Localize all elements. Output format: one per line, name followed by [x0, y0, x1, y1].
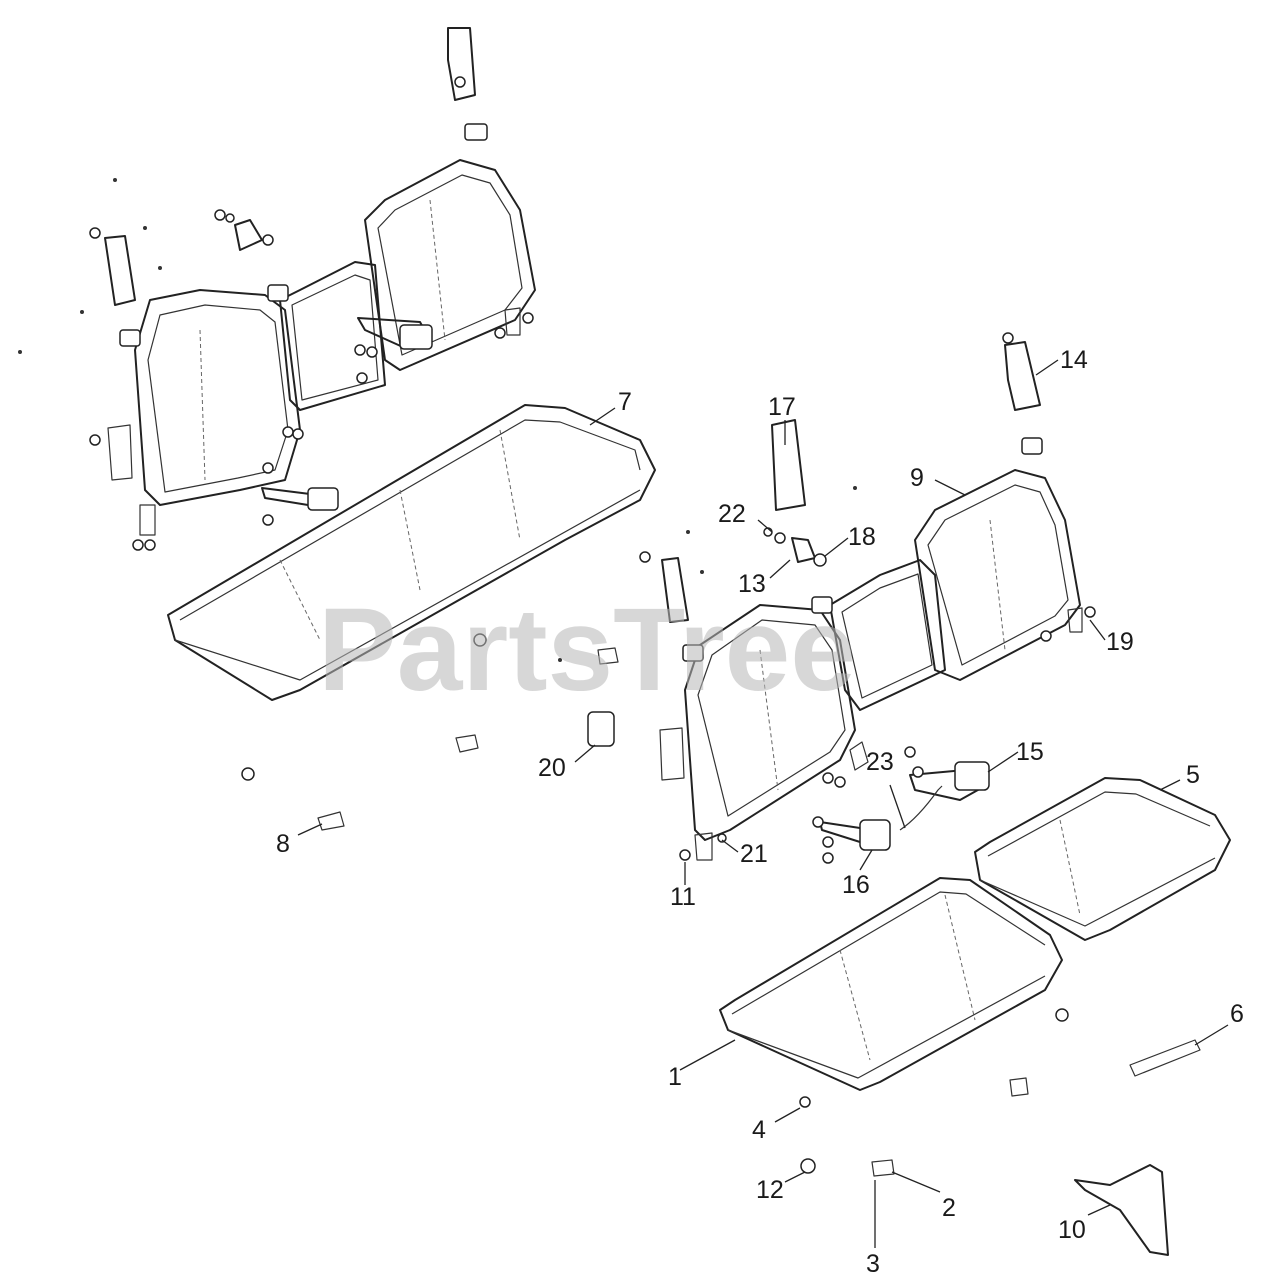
front-right-cushion [974, 777, 1231, 941]
callout-22[interactable]: 22 [718, 500, 746, 528]
rear-seat-hardware [18, 27, 534, 551]
callout-labels: 1 2 3 4 5 6 7 8 9 10 11 12 13 14 15 16 1… [276, 346, 1244, 1278]
callout-12[interactable]: 12 [756, 1176, 784, 1204]
callout-10[interactable]: 10 [1058, 1216, 1086, 1244]
callout-5[interactable]: 5 [1186, 761, 1200, 789]
leader-lines [297, 359, 1229, 1248]
callout-16[interactable]: 16 [842, 871, 870, 899]
callout-11[interactable]: 11 [670, 883, 696, 911]
callout-20[interactable]: 20 [538, 754, 566, 782]
callout-3[interactable]: 3 [866, 1250, 880, 1278]
callout-17[interactable]: 17 [768, 393, 796, 421]
callout-1[interactable]: 1 [668, 1063, 682, 1091]
front-seat-bottom [719, 877, 1201, 1177]
front-seat-back [659, 469, 1081, 861]
callout-14[interactable]: 14 [1060, 346, 1088, 374]
callout-23[interactable]: 23 [866, 748, 894, 776]
rear-seat-bottom [167, 404, 656, 831]
callout-13[interactable]: 13 [738, 570, 766, 598]
rear-seat-back [107, 159, 536, 536]
callout-9[interactable]: 9 [910, 464, 924, 492]
watermark: PartsTree [318, 584, 856, 716]
callout-4[interactable]: 4 [752, 1116, 766, 1144]
callout-8[interactable]: 8 [276, 830, 290, 858]
front-seat-hardware [558, 332, 1096, 864]
side-panel [1074, 1164, 1169, 1256]
callout-18[interactable]: 18 [848, 523, 876, 551]
callout-7[interactable]: 7 [618, 388, 632, 416]
callout-19[interactable]: 19 [1106, 628, 1134, 656]
callout-21[interactable]: 21 [740, 840, 768, 868]
callout-2[interactable]: 2 [942, 1194, 956, 1222]
callout-15[interactable]: 15 [1016, 738, 1044, 766]
callout-6[interactable]: 6 [1230, 1000, 1244, 1028]
